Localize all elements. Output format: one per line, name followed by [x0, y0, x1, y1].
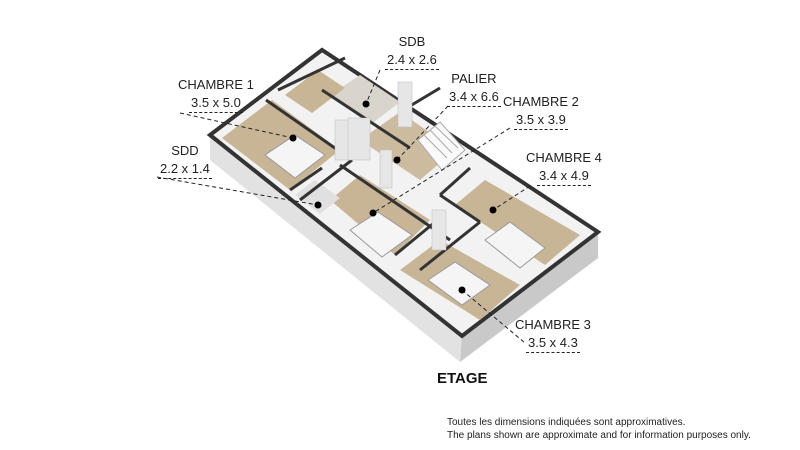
room-name: CHAMBRE 2 — [503, 94, 579, 109]
room-name: SDD — [171, 143, 199, 158]
room-floor-top-storage — [285, 70, 345, 113]
room-name: CHAMBRE 3 — [515, 317, 591, 332]
staircase — [417, 121, 466, 171]
room-size: 2.2 x 1.4 — [158, 160, 212, 179]
room-label-chambre-3: CHAMBRE 3 3.5 x 4.3 — [515, 316, 591, 353]
room-name: CHAMBRE 4 — [526, 150, 602, 165]
leader-lines — [156, 69, 531, 344]
room-floor-sdb — [330, 75, 400, 125]
room-label-palier: PALIER 3.4 x 6.6 — [447, 70, 501, 107]
base-right-face — [460, 232, 598, 362]
disclaimer-en: The plans shown are approximate and for … — [447, 430, 751, 441]
disclaimer-fr: Toutes les dimensions indiquées sont app… — [447, 417, 686, 428]
room-size: 3.4 x 6.6 — [447, 88, 501, 107]
bed-chambre-2 — [349, 211, 413, 258]
room-size: 3.5 x 3.9 — [513, 111, 568, 130]
base-left-face — [210, 135, 462, 362]
room-label-chambre-2: CHAMBRE 2 3.5 x 3.9 — [503, 93, 579, 130]
room-size: 3.4 x 4.9 — [536, 167, 591, 186]
bed-chambre-4 — [484, 221, 546, 269]
room-dots — [289, 100, 497, 294]
room-size: 3.5 x 4.3 — [525, 334, 580, 353]
wall-faces — [334, 81, 447, 251]
room-label-sdd: SDD 2.2 x 1.4 — [158, 142, 212, 179]
room-label-chambre-1: CHAMBRE 1 3.5 x 5.0 — [178, 76, 254, 113]
floor-title: ETAGE — [437, 370, 488, 387]
bed-chambre-1 — [264, 134, 326, 179]
disclaimer: Toutes les dimensions indiquées sont app… — [447, 416, 751, 442]
bed-chambre-3 — [427, 261, 491, 306]
room-size: 2.4 x 2.6 — [385, 51, 439, 70]
room-label-sdb: SDB 2.4 x 2.6 — [385, 33, 439, 70]
room-name: PALIER — [451, 71, 497, 86]
beds — [264, 134, 546, 306]
room-floor-sdd — [295, 180, 340, 214]
room-floor-chambre-4 — [455, 180, 580, 265]
room-label-chambre-4: CHAMBRE 4 3.4 x 4.9 — [526, 149, 602, 186]
floor-outline — [206, 47, 602, 339]
room-name: CHAMBRE 1 — [178, 77, 254, 92]
room-size: 3.5 x 5.0 — [188, 94, 243, 113]
room-name: SDB — [398, 34, 426, 49]
